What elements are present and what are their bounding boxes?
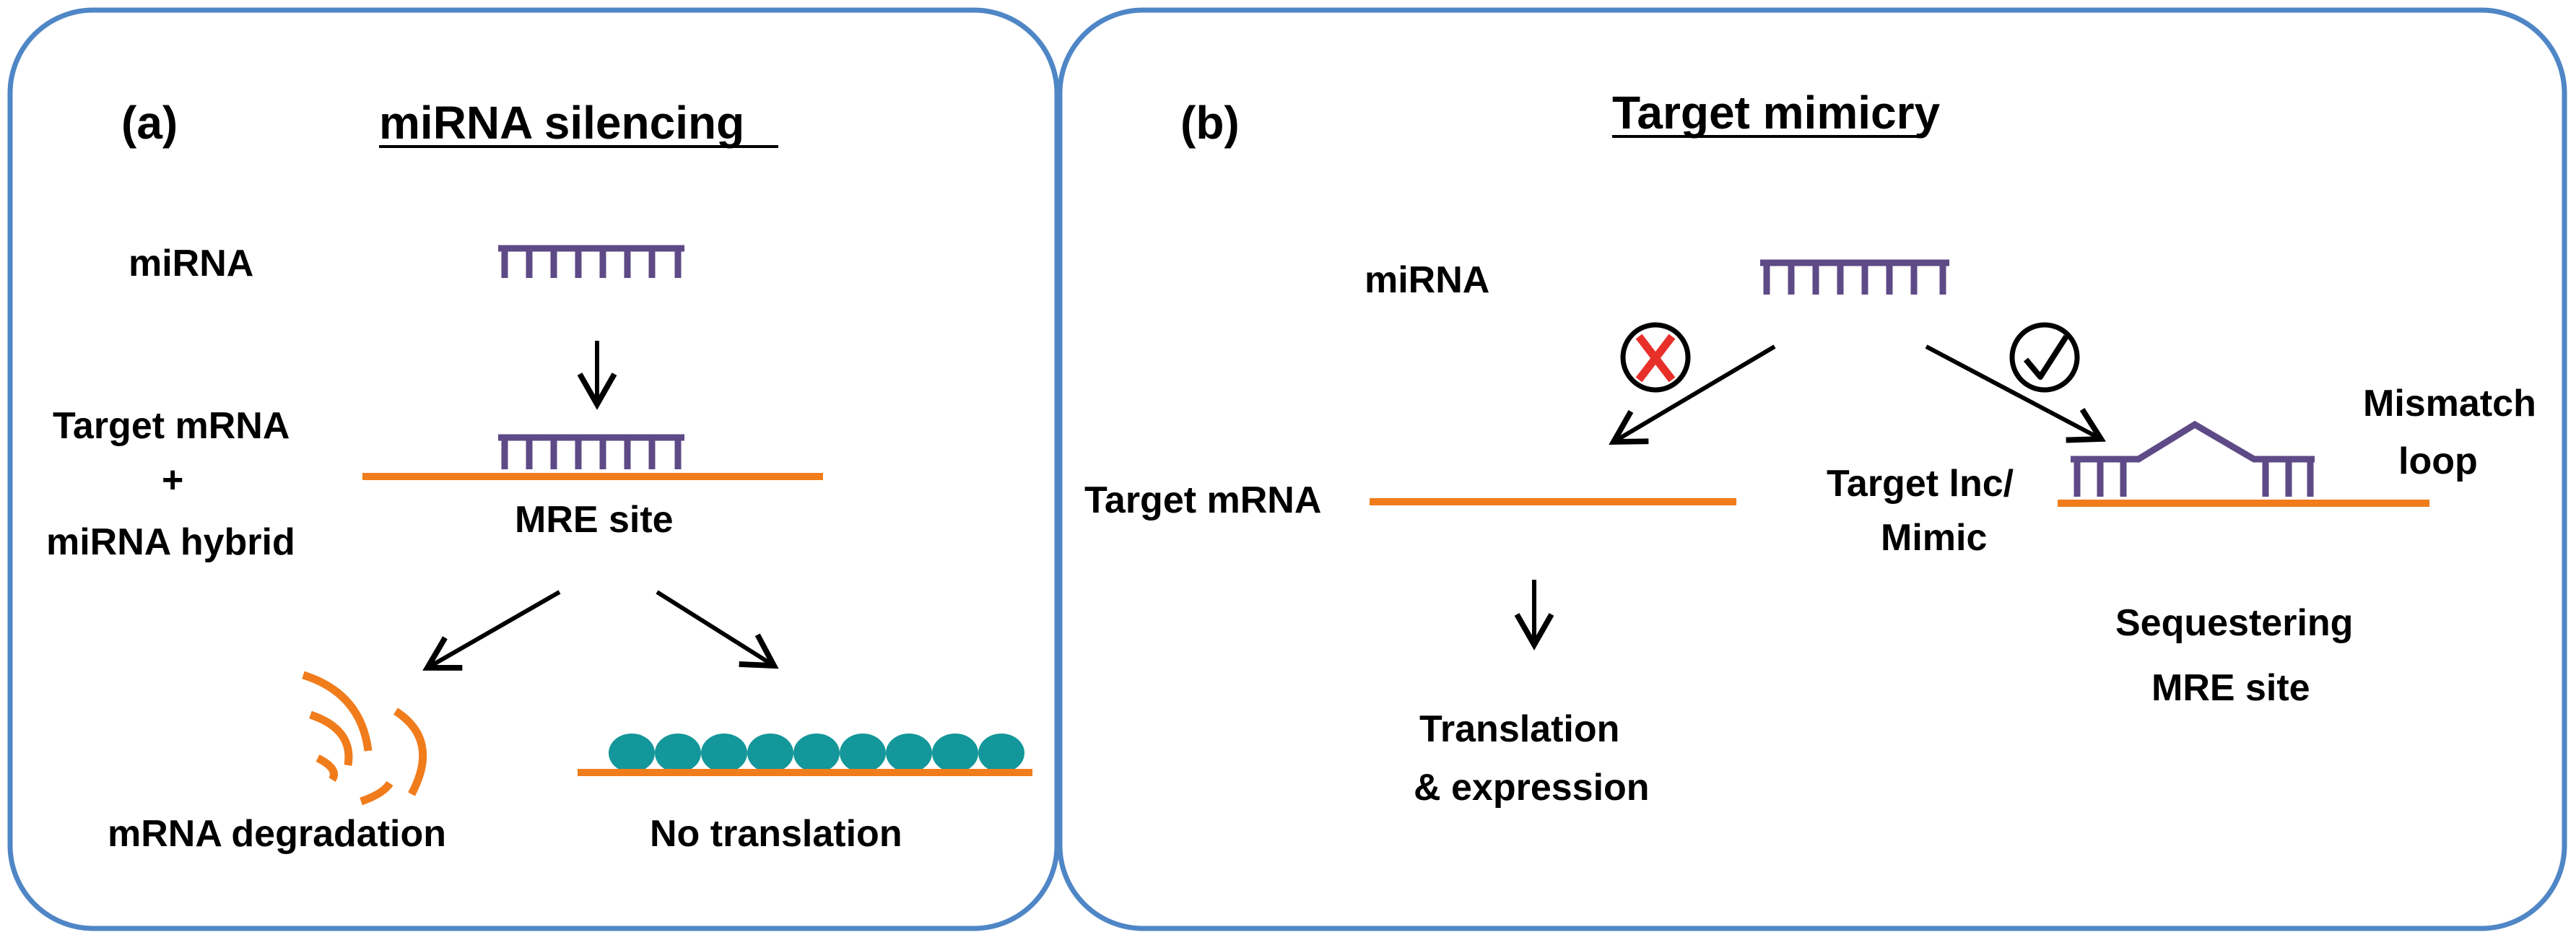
panel-b-sequester-label-1: Sequestering <box>2115 602 2353 644</box>
panel-b-mimic-label-2: Mimic <box>1881 517 1987 559</box>
panel-b-letter: (b) <box>1180 97 1240 149</box>
panel-b-mimic-mirna-loop <box>2071 420 2315 497</box>
panel-a-mre-label: MRE site <box>515 499 674 541</box>
panel-b-translation-label-2: & expression <box>1414 767 1650 809</box>
panel-b-border <box>1057 7 2567 931</box>
panel-b-mirna-strand <box>1760 259 1949 295</box>
panel-a-mirna-label: miRNA <box>129 243 253 284</box>
panel-b-title: Target mimicry <box>1612 87 1941 139</box>
panel-b-mismatch-label-2: loop <box>2398 440 2478 482</box>
panel-b-mimic-label-1: Target lnc/ <box>1827 463 2014 505</box>
panel-a-ribosomes <box>609 734 1024 773</box>
panel-a-arrow-no-translation <box>656 590 779 669</box>
panel-b-arrow-to-mimic <box>1925 344 2106 443</box>
panel-b-translation-label-1: Translation <box>1419 708 1619 750</box>
panel-a-hybrid-label-2: + <box>162 459 183 501</box>
panel-a-title: miRNA silencing <box>379 97 744 149</box>
panel-a-no-translation-label: No translation <box>650 813 902 855</box>
panel-a-letter: (a) <box>121 97 178 149</box>
panel-b-mismatch-label-1: Mismatch <box>2363 383 2536 425</box>
panel-b-sequester-label-2: MRE site <box>2151 667 2310 709</box>
panel-b-mirna-label: miRNA <box>1365 259 1489 301</box>
panel-b-blocked-icon <box>1620 322 1691 393</box>
panel-a-hybrid-label-1: Target mRNA <box>53 405 290 447</box>
panel-a-degradation-label: mRNA degradation <box>108 813 446 855</box>
panel-a-mirna-strand <box>498 245 684 278</box>
panel-b-arrow-to-mrna <box>1609 344 1776 445</box>
panel-b-target-mrna-label: Target mRNA <box>1084 479 1321 521</box>
panel-a-arrow-degradation <box>422 590 561 671</box>
panel-a-hybrid-label-3: miRNA hybrid <box>46 521 295 563</box>
panel-b-check-icon <box>2009 322 2080 393</box>
panel-a-hybrid-mirna <box>498 434 684 469</box>
panel-a-border <box>7 7 1060 931</box>
panel-a-degraded-mrna-icon <box>302 671 427 806</box>
